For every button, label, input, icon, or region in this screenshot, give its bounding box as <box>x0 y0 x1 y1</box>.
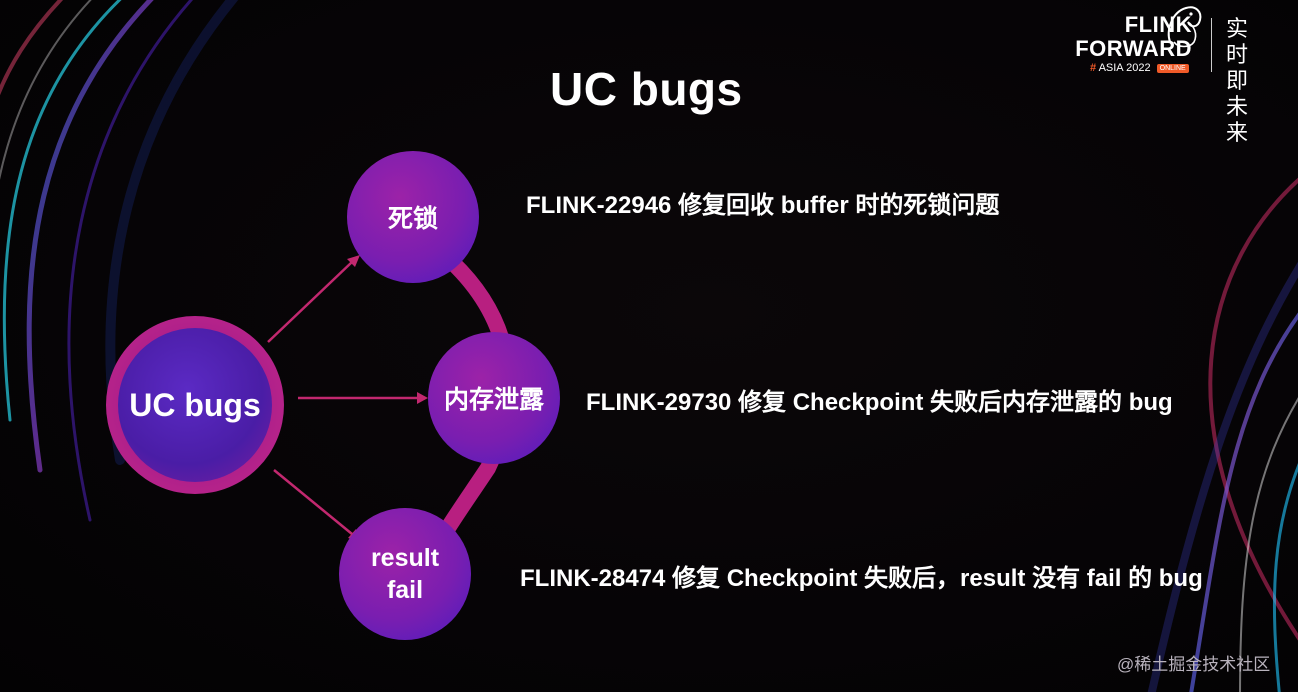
node-result-fail: result fail <box>339 508 471 640</box>
arrowhead-memleak <box>417 392 428 404</box>
flink-forward-logo: FLINK FORWARD # ASIA 2022 ONLINE <box>1062 12 1198 75</box>
logo-text-forward: FORWARD <box>1075 36 1192 61</box>
center-node-inner <box>118 328 272 482</box>
watermark: @稀土掘金技术社区 <box>1117 655 1271 674</box>
logo-event: ASIA 2022 <box>1098 62 1151 74</box>
description-memory-leak: FLINK-29730 修复 Checkpoint 失败后内存泄露的 bug <box>586 389 1173 416</box>
logo-tagline: 实时即未来 <box>1226 16 1249 145</box>
logo-subtitle: # ASIA 2022 ONLINE <box>1090 62 1189 74</box>
center-node-label: UC bugs <box>129 386 261 423</box>
logo-text-flink: FLINK <box>1124 12 1192 37</box>
logo-badge: ONLINE <box>1156 64 1189 73</box>
arrowhead-deadlock <box>347 255 360 267</box>
logo-hash: # <box>1090 62 1097 74</box>
description-result-fail: FLINK-28474 修复 Checkpoint 失败后，result 没有 … <box>520 565 1203 592</box>
right-swirl <box>1147 177 1298 692</box>
node-deadlock-label: 死锁 <box>387 205 438 233</box>
node-deadlock: 死锁 <box>347 151 479 283</box>
center-node-uc-bugs: UC bugs <box>106 316 284 494</box>
node-result-fail-label: result fail <box>371 542 439 606</box>
node-memory-leak-label: 内存泄露 <box>443 386 544 414</box>
slide-title: UC bugs <box>550 63 743 115</box>
arrows <box>267 255 428 541</box>
description-deadlock: FLINK-22946 修复回收 buffer 时的死锁问题 <box>526 192 1000 219</box>
node-memory-leak: 内存泄露 <box>428 332 560 464</box>
logo-divider <box>1211 18 1212 72</box>
arrow-to-deadlock <box>267 261 353 343</box>
arrow-to-result <box>273 469 353 535</box>
node-result-fail-line2: fail <box>386 576 424 604</box>
squirrel-icon <box>1167 6 1202 48</box>
node-result-fail-line1: result <box>370 544 440 572</box>
